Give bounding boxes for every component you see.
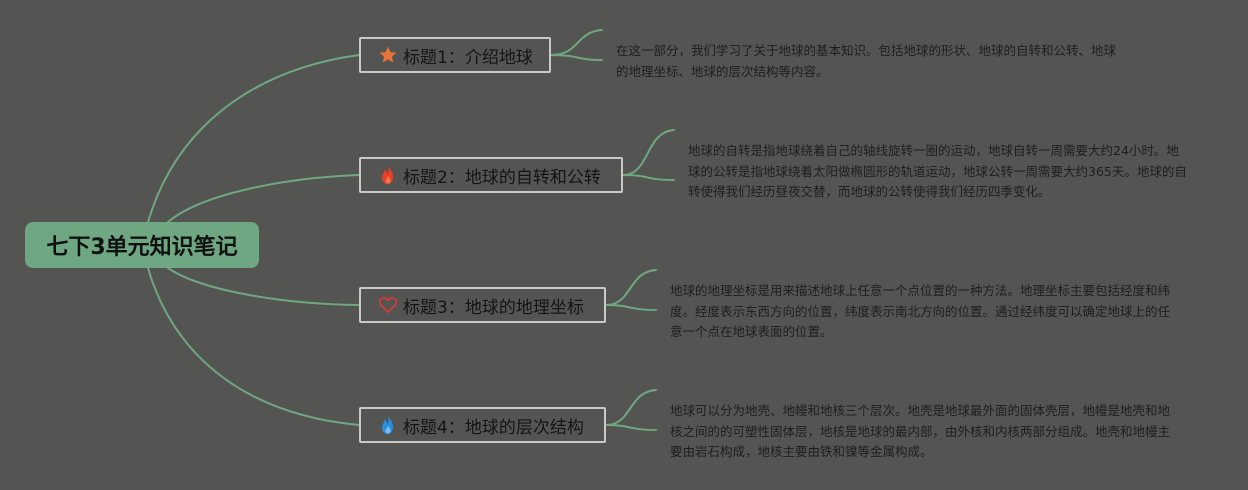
topic-note-4: 地球可以分为地壳、地幔和地核三个层次。地壳是地球最外面的固体壳层，地幔是地壳和地…: [670, 403, 1171, 459]
connector-root-topic-4: [147, 267, 360, 426]
topic-node-4[interactable]: 标题4：地球的层次结构: [359, 407, 606, 443]
topic-node-1[interactable]: 标题1：介绍地球: [359, 37, 551, 73]
water-drop-icon: [377, 414, 399, 436]
root-title: 七下3单元知识笔记: [46, 235, 238, 260]
topic-node-2[interactable]: 标题2：地球的自转和公转: [359, 157, 623, 193]
topic-label-4: 标题4：地球的层次结构: [403, 417, 584, 438]
connector-topic-4-note: [605, 389, 657, 431]
topic-label-3: 标题3：地球的地理坐标: [403, 297, 584, 318]
fire-icon: [377, 164, 399, 186]
connector-topic-3-note: [605, 269, 657, 311]
topic-label-2: 标题2：地球的自转和公转: [403, 167, 601, 188]
connector-root-topic-3: [167, 267, 360, 306]
root-node[interactable]: 七下3单元知识笔记: [25, 222, 259, 268]
topic-note-2: 地球的自转是指地球绕着自己的轴线旋转一圈的运动，地球自转一周需要大约24小时。地…: [688, 143, 1187, 199]
connector-topic-1-note: [550, 29, 603, 61]
heart-icon: [377, 294, 399, 316]
connector-topic-2-note: [622, 129, 675, 181]
star-icon: [377, 44, 399, 66]
topic-node-3[interactable]: 标题3：地球的地理坐标: [359, 287, 606, 323]
connector-root-topic-2: [167, 174, 360, 223]
topic-note-3: 地球的地理坐标是用来描述地球上任意一个点位置的一种方法。地理坐标主要包括经度和纬…: [670, 283, 1171, 339]
topic-note-1: 在这一部分，我们学习了关于地球的基本知识。包括地球的形状、地球的自转和公转、地球…: [616, 43, 1117, 79]
connector-root-topic-1: [147, 54, 360, 223]
topic-label-1: 标题1：介绍地球: [403, 47, 533, 68]
